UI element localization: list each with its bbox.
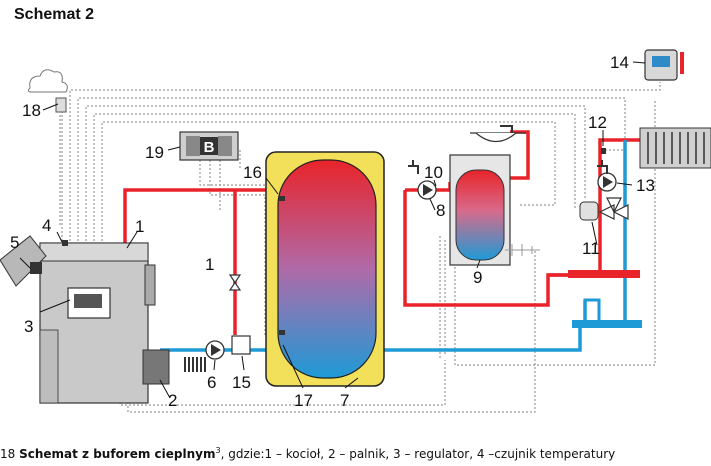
caption-prefix: 18: [0, 447, 20, 461]
cold-water-inlet: [505, 244, 540, 256]
pump-circuit: [205, 340, 225, 360]
valve-15: [231, 335, 251, 355]
label-8: 8: [436, 201, 445, 220]
label-14: 14: [610, 53, 629, 72]
page-title: Schemat 2: [14, 6, 95, 23]
label-5: 5: [10, 233, 19, 252]
label-2: 2: [168, 391, 177, 410]
return-pipes: [160, 140, 640, 352]
temp-sensor-12: [601, 148, 606, 154]
return-manifold: [572, 320, 642, 328]
label-11: 11: [582, 239, 600, 258]
label-17: 17: [294, 391, 313, 410]
pump-dhw: [417, 180, 437, 200]
label-3: 3: [24, 317, 33, 336]
label-6: 6: [207, 373, 216, 392]
dhw-tank: [449, 125, 526, 266]
controller-letter: B: [204, 139, 215, 156]
room-panel: [644, 49, 684, 81]
label-9: 9: [473, 268, 482, 287]
label-12: 12: [588, 113, 607, 132]
mixing-valve: [579, 197, 629, 221]
taps: [408, 160, 608, 174]
label-1-pipe: 1: [205, 255, 214, 274]
label-13: 13: [636, 176, 655, 195]
leader-lines: [19, 61, 646, 399]
boiler: [39, 242, 170, 404]
pump-mixing: [597, 172, 617, 192]
caption-superscript: 3: [215, 446, 221, 455]
label-4: 4: [42, 216, 51, 235]
label-19: 19: [145, 143, 164, 162]
label-10: 10: [424, 163, 443, 182]
check-valve: [228, 274, 242, 291]
label-15: 15: [232, 373, 251, 392]
figure-caption: 18 Schemat z buforem cieplnym3, gdzie:1 …: [0, 446, 615, 461]
label-18: 18: [22, 101, 41, 120]
floor-heating-icon: [184, 357, 206, 372]
label-16: 16: [243, 163, 262, 182]
caption-bold: Schemat z buforem cieplnym: [19, 447, 216, 461]
supply-manifold: [568, 270, 640, 278]
radiator: [639, 127, 711, 169]
buffer-tank: [265, 151, 385, 387]
caption-rest: , gdzie:1 – kocioł, 2 – palnik, 3 – regu…: [220, 447, 616, 461]
boiler-controller: B: [179, 131, 239, 161]
label-1-boiler: 1: [135, 217, 144, 236]
label-7: 7: [340, 391, 349, 410]
